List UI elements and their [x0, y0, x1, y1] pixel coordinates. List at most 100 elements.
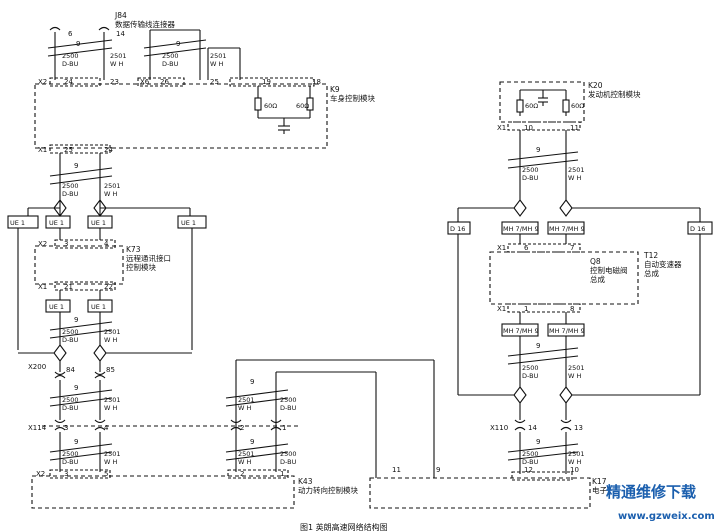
wire-color: D-BU	[62, 190, 79, 198]
k9-code: K9	[330, 85, 340, 94]
k43-module-box	[31, 469, 295, 509]
wire-code: 2500	[162, 52, 179, 60]
watermark-url: www.gzweix.com	[618, 511, 715, 522]
k9-pin: 24	[104, 146, 113, 154]
k73-code: K73	[126, 245, 141, 254]
k43-x2: X2	[36, 470, 45, 478]
k20-module-box	[499, 81, 585, 131]
wire-code: 2501	[104, 396, 121, 404]
j84-pin-14: 14	[116, 30, 125, 38]
k17-module-box	[369, 471, 591, 509]
t12-name2: 总成	[644, 268, 659, 278]
k9-x2: X2	[38, 78, 47, 86]
d16-label: D 16	[690, 225, 705, 233]
k20-resistor: 60Ω	[525, 102, 538, 110]
d16-label: D 16	[450, 225, 465, 233]
wire-color: W H	[238, 404, 251, 412]
k43-pin: 9	[436, 466, 440, 474]
wire-code: 2501	[568, 450, 585, 458]
k20-pin: 11	[570, 124, 579, 132]
k43-code: K43	[298, 477, 313, 486]
k73-name2: 控制模块	[126, 262, 156, 272]
k9-resistor: 60Ω	[296, 102, 309, 110]
x200-pin: 84	[66, 366, 75, 374]
k9-pin: 25	[64, 146, 73, 154]
wire-color: D-BU	[522, 174, 539, 182]
wire-color: D-BU	[62, 336, 79, 344]
wire-code: 2501	[568, 364, 585, 372]
wire-code: 2501	[104, 328, 121, 336]
wire-code: 2501	[104, 450, 121, 458]
wire-code: 2500	[62, 52, 79, 60]
wire-code: 2500	[280, 396, 297, 404]
mh-label: MH 7/MH 9	[549, 327, 585, 335]
k9-pin: 19	[262, 78, 271, 86]
q8-x1: X1	[497, 305, 506, 313]
twist-label: 9	[250, 378, 254, 386]
k9-pin: 23	[110, 78, 119, 86]
wire-color: D-BU	[522, 372, 539, 380]
k17-name: 电子	[592, 485, 607, 495]
k20-code: K20	[588, 81, 603, 90]
k20-x1: X1	[497, 124, 506, 132]
k17-code: K17	[592, 477, 607, 486]
k20-resistor: 60Ω	[571, 102, 584, 110]
k73-pin: 21	[64, 283, 73, 291]
wire-color: D-BU	[280, 404, 297, 412]
wire-color: W H	[104, 404, 117, 412]
twist-label: 9	[76, 40, 80, 48]
k73-pin: 3	[64, 240, 68, 248]
wire-color: W H	[104, 336, 117, 344]
q8-module-box	[489, 243, 639, 313]
k43-pin: 3	[64, 470, 68, 478]
k73-x1: X1	[38, 283, 47, 291]
k20-name: 发动机控制模块	[588, 89, 641, 99]
k43-pin: 5	[104, 470, 108, 478]
twist-label: 9	[536, 146, 540, 154]
twist-label: 9	[74, 384, 78, 392]
twist-label: 9	[74, 162, 78, 170]
wire-color: D-BU	[162, 60, 179, 68]
x114-pin: 4	[104, 424, 109, 432]
k9-name: 车身控制模块	[330, 93, 375, 103]
wire-color: D-BU	[62, 404, 79, 412]
wire-code: 2500	[62, 450, 79, 458]
q8-code: Q8	[590, 257, 601, 266]
wire-code: 2500	[522, 450, 539, 458]
wire-code: 2500	[522, 166, 539, 174]
k9-pin: 24	[64, 78, 73, 86]
wire-code: 2500	[62, 396, 79, 404]
k9-pin: 25	[210, 78, 219, 86]
wire-color: D-BU	[280, 458, 297, 466]
q8-pin: 6	[524, 244, 529, 252]
ue-box-label: UE 1	[91, 219, 106, 227]
t12-code: T12	[643, 251, 658, 260]
twist-label: 9	[250, 438, 254, 446]
wire-code: 2501	[568, 166, 585, 174]
wire-code: 2500	[522, 364, 539, 372]
k73-name1: 远程通讯接口	[126, 253, 171, 263]
q8-pin: 7	[570, 244, 574, 252]
k9-pin: 18	[312, 78, 321, 86]
k73-pin: 22	[104, 283, 113, 291]
wire-code: 2500	[62, 182, 79, 190]
wire-code: 2501	[210, 52, 227, 60]
t12-name1: 自动变速器	[644, 259, 682, 269]
k73-module-box	[34, 239, 124, 291]
j84-code: J84	[114, 11, 127, 20]
wire-color: W H	[568, 372, 581, 380]
k9-pin: 26	[160, 78, 169, 86]
x200-label: X200	[28, 363, 46, 371]
ue-box-label: UE 1	[49, 219, 64, 227]
wire-code: 2500	[62, 328, 79, 336]
x114-pin: 2	[240, 424, 244, 432]
wire-code: 2501	[104, 182, 121, 190]
wire-code: 2501	[110, 52, 127, 60]
q8-pin: 1	[524, 305, 528, 313]
twist-label: 9	[74, 316, 78, 324]
mh-label: MH 7/MH 9	[503, 225, 539, 233]
x114-pin: 3	[64, 424, 68, 432]
wire-color: W H	[568, 174, 581, 182]
